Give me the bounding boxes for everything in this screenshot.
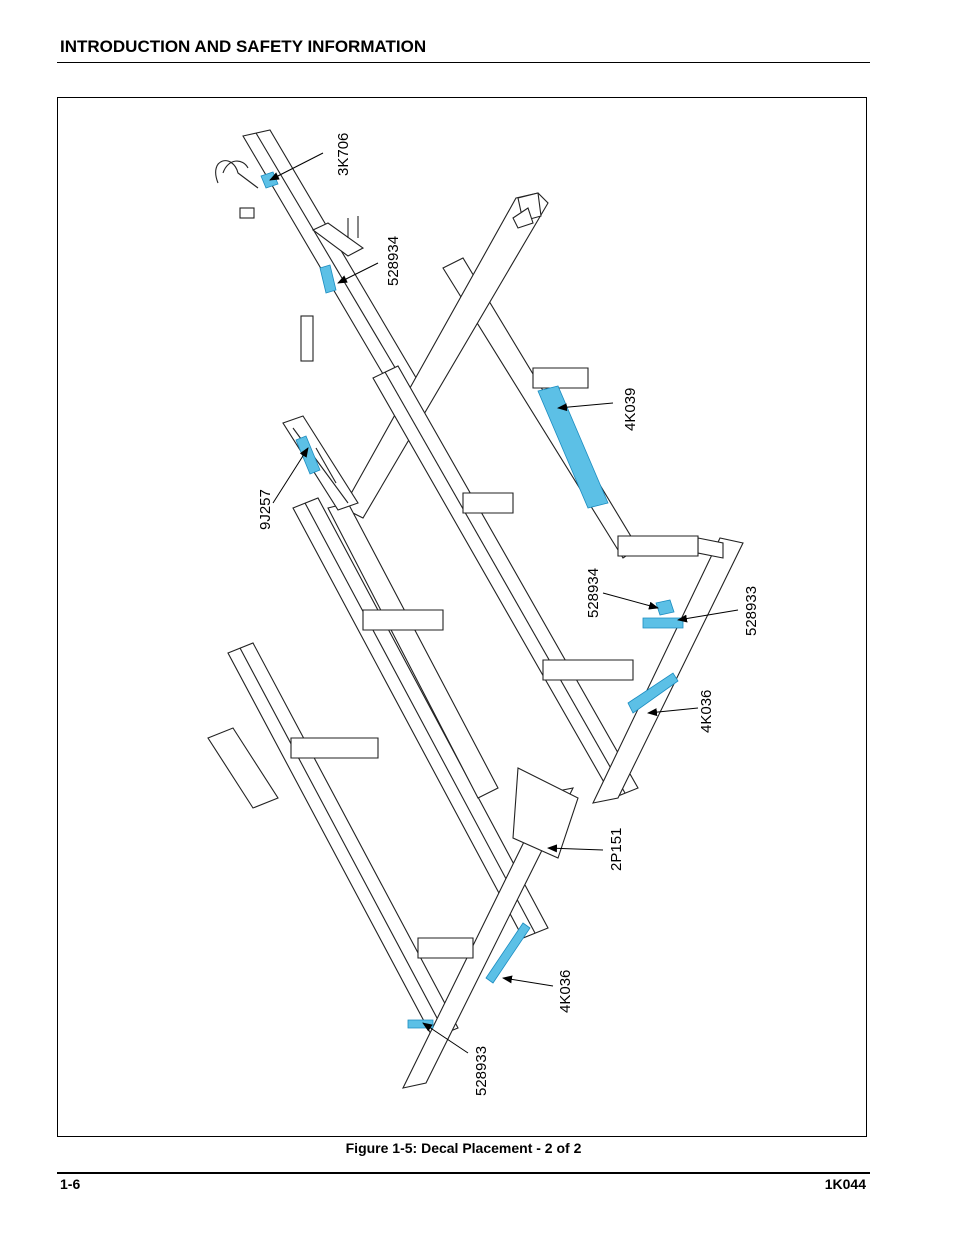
decal-528933-right <box>642 617 684 629</box>
callout-528933-right: 528933 <box>743 586 760 636</box>
document-number: 1K044 <box>824 1176 866 1192</box>
leader-4k036-bottom <box>502 975 554 987</box>
callout-labels: 3K706 528934 4K039 9J257 528934 528933 4… <box>257 133 760 1096</box>
leader-528934-top <box>337 262 379 284</box>
section-header: INTRODUCTION AND SAFETY INFORMATION <box>60 37 427 56</box>
decal-528934-mid <box>655 599 675 616</box>
decal-528934-top <box>319 264 337 294</box>
page-number: 1-6 <box>60 1176 81 1192</box>
leader-4k039 <box>557 402 614 412</box>
shank-mounts <box>290 367 699 959</box>
callout-4k036-right: 4K036 <box>698 690 715 733</box>
decal-4k036-right <box>627 672 679 714</box>
leader-528933-right <box>677 609 739 623</box>
leader-2p151 <box>547 844 604 853</box>
hitch-tongue <box>215 129 429 409</box>
callout-528934-mid: 528934 <box>585 568 602 618</box>
callout-9j257: 9J257 <box>257 489 274 530</box>
leader-528933-bottom <box>422 1022 469 1054</box>
callout-2p151: 2P151 <box>608 828 625 871</box>
callout-4k036-bottom: 4K036 <box>557 970 574 1013</box>
leader-3k706 <box>269 152 324 181</box>
leader-9j257 <box>272 447 309 504</box>
callout-4k039: 4K039 <box>622 388 639 431</box>
decal-placement-drawing: 3K706 528934 4K039 9J257 528934 528933 4… <box>207 129 760 1096</box>
decal-4k036-bottom <box>485 922 531 984</box>
leader-528934-mid <box>602 592 659 610</box>
callout-528934-top: 528934 <box>385 236 402 286</box>
leader-lines <box>269 152 739 1054</box>
decal-4k039 <box>537 385 609 509</box>
frame-rails <box>227 365 639 1039</box>
figure-caption: Figure 1-5: Decal Placement - 2 of 2 <box>345 1140 582 1156</box>
front-crossbars <box>207 207 744 1089</box>
callout-528933-bottom: 528933 <box>473 1046 490 1096</box>
decals <box>260 171 684 1029</box>
callout-3k706: 3K706 <box>335 133 352 176</box>
figure-frame: 3K706 528934 4K039 9J257 528934 528933 4… <box>57 97 867 1137</box>
header-divider <box>57 62 870 63</box>
footer-divider <box>57 1172 870 1174</box>
spring-mechanism <box>282 315 359 511</box>
leader-4k036-right <box>647 707 699 717</box>
